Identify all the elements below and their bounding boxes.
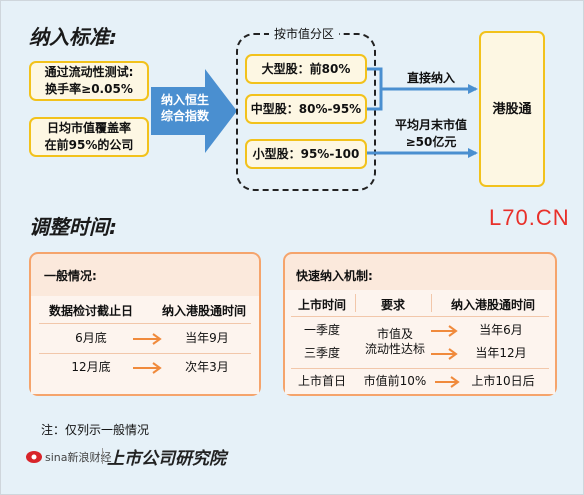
watermark-text: L70.CN (489, 205, 570, 230)
index-arrow-line2: 综合指数 (160, 109, 209, 123)
general-row2-from: 12月底 (71, 360, 111, 374)
adjust-heading: 调整时间: (29, 215, 117, 239)
fast-shared-requirement-line2: 流动性达标 (364, 342, 425, 356)
fast-row2-arrow-icon (431, 348, 458, 360)
research-institute-logo: 上市公司研究院 (107, 449, 226, 469)
coverage-criterion-line2: 在前95%的公司 (44, 138, 134, 152)
fast-track-panel: 快速纳入机制: 上市时间 要求 纳入港股通时间 一季度 三季度 市值及 流动性达… (283, 252, 557, 396)
direct-route-label: 直接纳入 (406, 71, 455, 85)
fast-row-divider (291, 368, 549, 369)
logo-divider (102, 448, 103, 464)
mid-cap-box: 中型股：80%-95% (245, 94, 367, 124)
fast-row1-to: 当年6月 (479, 323, 523, 337)
market-cap-group-label: 按市值分区 (269, 25, 340, 42)
fast-header-divider (291, 316, 549, 317)
general-panel: 一般情况: 数据检讨截止日 纳入港股通时间 6月底 当年9月 12月底 次年3月 (29, 252, 261, 396)
fast-track-panel-title: 快速纳入机制: (296, 269, 373, 283)
fast-header-inclusion: 纳入港股通时间 (450, 298, 535, 312)
general-row-divider (39, 353, 251, 354)
liquidity-criterion-line2: 换手率≥0.05% (45, 82, 133, 96)
liquidity-criterion-box: 通过流动性测试: 换手率≥0.05% (29, 61, 149, 101)
standard-heading: 纳入标准: (29, 25, 117, 49)
fast-track-table: 上市时间 要求 纳入港股通时间 一季度 三季度 市值及 流动性达标 当年6月 当… (285, 290, 555, 394)
fast-shared-requirement: 市值及 流动性达标 (357, 327, 433, 357)
general-header-inclusion: 纳入港股通时间 (161, 304, 246, 318)
fast-row1-arrow-icon (431, 325, 458, 337)
footnote: 注：仅列示一般情况 (41, 423, 150, 437)
general-table: 数据检讨截止日 纳入港股通时间 6月底 当年9月 12月底 次年3月 (31, 296, 259, 394)
fast-row3-arrow-icon (435, 376, 460, 388)
general-row1-arrow-icon (133, 333, 162, 345)
general-row1-to: 当年9月 (185, 331, 229, 345)
liquidity-criterion-line1: 通过流动性测试: (44, 65, 134, 79)
general-row2-to: 次年3月 (185, 360, 229, 374)
fast-shared-requirement-line1: 市值及 (376, 327, 413, 341)
coverage-criterion-box: 日均市值覆盖率 在前95%的公司 (29, 117, 149, 157)
routing-arrows (367, 67, 478, 158)
stock-connect-target-box: 港股通 (479, 31, 545, 187)
fast-row2-to: 当年12月 (475, 346, 527, 360)
general-header-divider (39, 323, 251, 324)
general-panel-title: 一般情况: (44, 269, 97, 283)
fast-row3-requirement: 市值前10% (363, 374, 427, 388)
general-row1-from: 6月底 (75, 331, 107, 345)
fast-row2-when: 三季度 (303, 346, 340, 360)
fast-header-divider-2 (431, 294, 432, 312)
small-cap-box: 小型股：95%-100 (245, 139, 367, 169)
fast-row3-when: 上市首日 (297, 374, 346, 388)
fast-header-listing: 上市时间 (297, 298, 346, 312)
conditional-route-line1: 平均月末市值 (394, 118, 467, 132)
fast-row1-when: 一季度 (303, 323, 340, 337)
index-arrow-label: 纳入恒生 综合指数 (153, 92, 217, 124)
fast-row3-to: 上市10日后 (471, 374, 535, 388)
sina-eye-logo-icon (26, 451, 42, 463)
conditional-route-line2: ≥50亿元 (405, 135, 457, 149)
fast-header-divider-1 (355, 294, 356, 312)
sina-finance-logo: sina新浪财经 (45, 451, 112, 464)
general-row2-arrow-icon (133, 362, 162, 374)
fast-header-requirement: 要求 (380, 298, 405, 312)
general-header-cutoff: 数据检讨截止日 (48, 304, 133, 318)
large-cap-box: 大型股：前80% (245, 54, 367, 84)
index-arrow-shape (151, 69, 237, 153)
index-arrow-line1: 纳入恒生 (160, 93, 209, 107)
coverage-criterion-line1: 日均市值覆盖率 (46, 121, 131, 135)
conditional-route-label: 平均月末市值 ≥50亿元 (381, 117, 481, 151)
